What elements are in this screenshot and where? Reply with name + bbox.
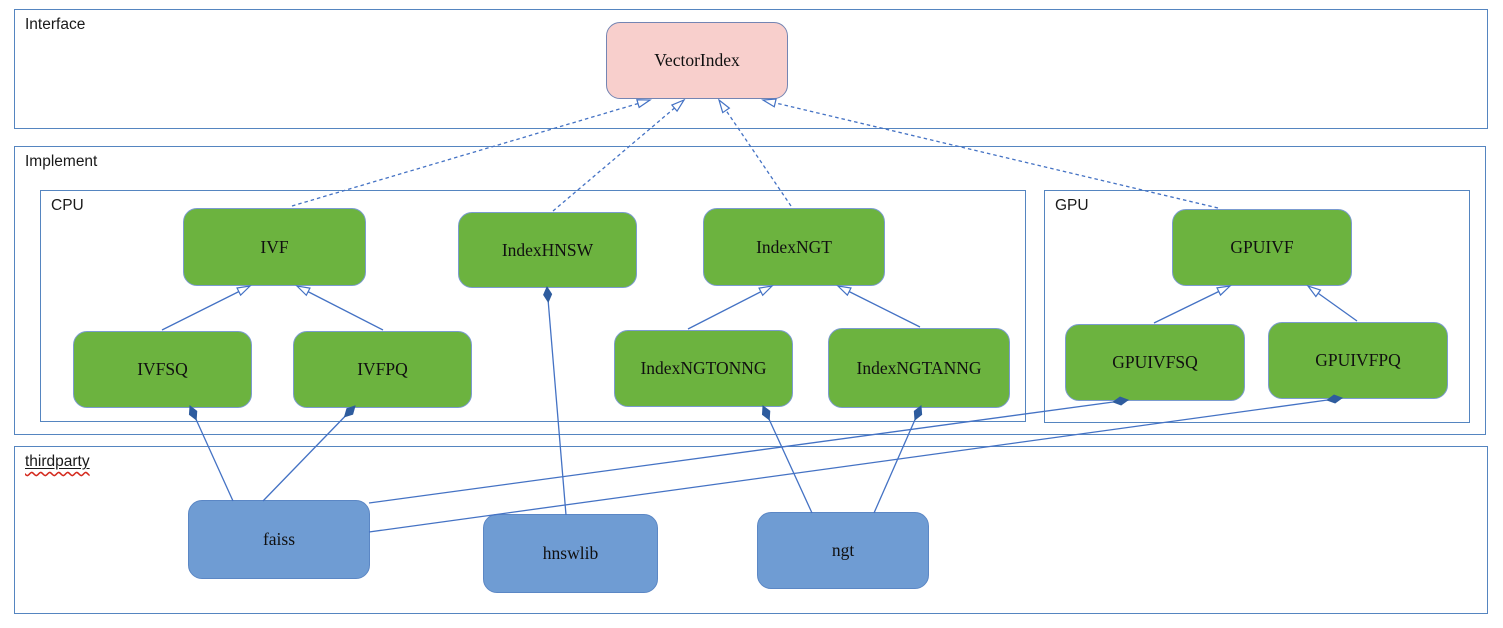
node-vectorindex-label: VectorIndex [654, 50, 740, 70]
edge-indexngtonng-indexngt[interactable] [687, 285, 774, 330]
node-gpuivfsq[interactable]: GPUIVFSQ [1065, 324, 1245, 401]
node-gpuivfpq-label: GPUIVFPQ [1315, 350, 1401, 370]
section-implement-label: Implement [25, 153, 98, 170]
section-thirdparty[interactable]: thirdparty [14, 446, 1488, 614]
node-indexhnsw[interactable]: IndexHNSW [458, 212, 637, 288]
node-ivf[interactable]: IVF [183, 208, 366, 286]
edge-gpuivfpq-gpuivf[interactable] [1306, 284, 1358, 322]
node-ivf-label: IVF [260, 236, 289, 257]
edge-ivfsq-faiss[interactable] [190, 406, 234, 502]
edge-indexngtanng-indexngt[interactable] [836, 285, 921, 328]
node-gpuivfsq-label: GPUIVFSQ [1112, 352, 1198, 372]
node-ivfsq[interactable]: IVFSQ [73, 331, 252, 408]
node-faiss[interactable]: faiss [188, 500, 370, 579]
edge-gpuivfpq-faiss[interactable] [368, 398, 1342, 533]
node-hnswlib-label: hnswlib [542, 543, 599, 563]
edge-gpuivfsq-gpuivf[interactable] [1153, 285, 1232, 324]
node-indexngtonng-label: IndexNGTONNG [640, 358, 767, 378]
node-indexngtanng-label: IndexNGTANNG [856, 357, 982, 378]
node-gpuivf[interactable]: GPUIVF [1172, 209, 1352, 286]
edge-ivfpq-ivf[interactable] [295, 285, 384, 331]
edge-gpuivfsq-faiss[interactable] [368, 400, 1128, 504]
section-gpu[interactable]: GPU [1044, 190, 1470, 423]
node-ivfpq-label: IVFPQ [357, 359, 408, 379]
section-cpu[interactable]: CPU [40, 190, 1026, 422]
edge-indexhnsw-vectorindex[interactable] [552, 98, 686, 212]
section-interface[interactable]: Interface [14, 9, 1488, 129]
node-vectorindex[interactable]: VectorIndex [606, 22, 788, 99]
node-indexngtanng[interactable]: IndexNGTANNG [828, 328, 1010, 408]
node-indexngt-label: IndexNGT [756, 236, 832, 257]
node-indexhnsw-label: IndexHNSW [501, 239, 594, 260]
edge-ivfpq-faiss[interactable] [262, 406, 355, 502]
node-indexngt[interactable]: IndexNGT [703, 208, 885, 286]
section-cpu-label: CPU [51, 197, 84, 214]
node-hnswlib[interactable]: hnswlib [483, 514, 658, 593]
node-faiss-label: faiss [262, 529, 296, 549]
node-ivfpq[interactable]: IVFPQ [293, 331, 472, 408]
edge-indexngt-vectorindex[interactable] [717, 98, 792, 207]
section-interface-label: Interface [25, 16, 86, 33]
node-gpuivf-label: GPUIVF [1230, 237, 1294, 257]
edge-indexngtonng-ngt[interactable] [763, 406, 813, 514]
node-gpuivfpq[interactable]: GPUIVFPQ [1268, 322, 1448, 399]
edge-ivfsq-ivf[interactable] [161, 285, 252, 331]
node-ivfsq-label: IVFSQ [137, 359, 188, 379]
edge-indexhnsw-hnswlib[interactable] [547, 287, 567, 516]
node-ngt-label: ngt [831, 540, 855, 560]
edge-gpuivf-vectorindex[interactable] [761, 98, 1219, 209]
node-indexngtonng[interactable]: IndexNGTONNG [614, 330, 793, 407]
section-thirdparty-label: thirdparty [25, 453, 90, 470]
edge-ivf-vectorindex[interactable] [291, 99, 652, 207]
section-gpu-label: GPU [1055, 197, 1089, 214]
node-ngt[interactable]: ngt [757, 512, 929, 589]
